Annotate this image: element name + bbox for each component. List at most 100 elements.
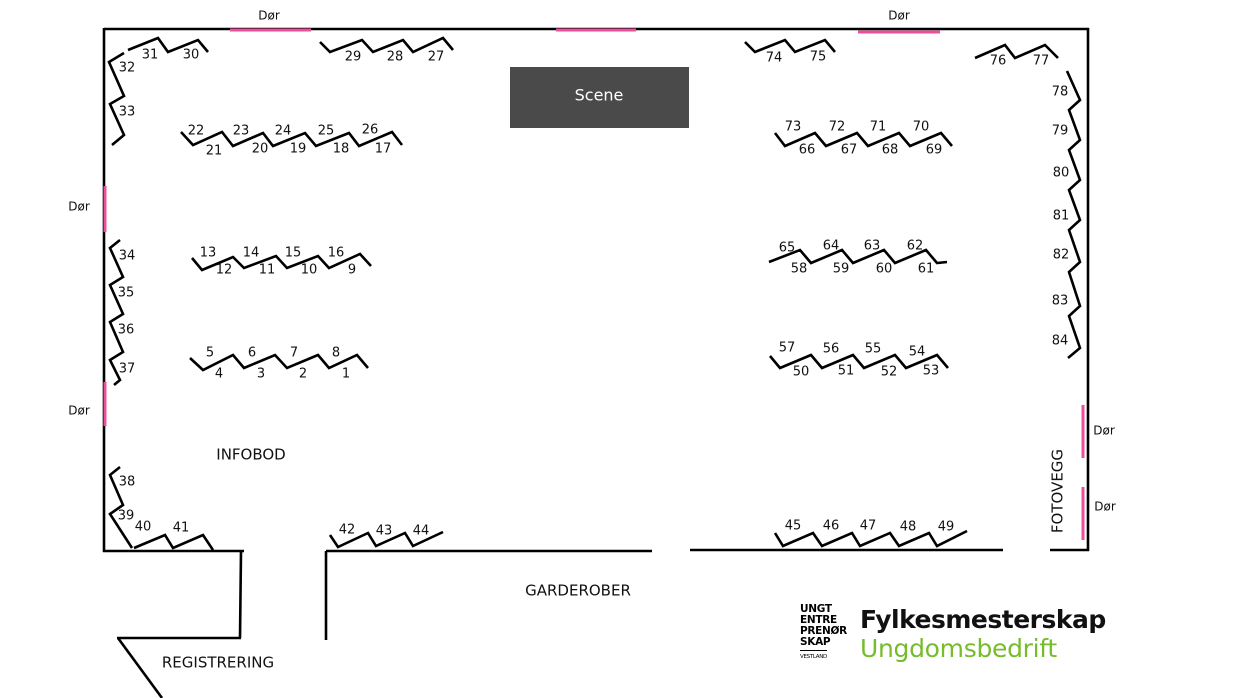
booth-number: 40 (135, 520, 152, 535)
booth-number: 15 (285, 246, 302, 261)
booth-number: 57 (779, 341, 796, 356)
booth-number: 72 (829, 120, 846, 135)
booth-number: 29 (345, 50, 362, 65)
registrering-label: REGISTRERING (162, 654, 274, 672)
booth-number: 84 (1052, 334, 1069, 349)
logo-mark-line: SKAP (800, 636, 831, 648)
event-subtitle: Ungdomsbedrift (860, 633, 1057, 663)
booth-number: 61 (918, 262, 935, 277)
booth-number: 2 (299, 367, 307, 382)
infobod-label: INFOBOD (216, 446, 285, 464)
booth-number: 26 (362, 123, 379, 138)
booth-number: 50 (793, 365, 810, 380)
booth-number: 6 (248, 346, 256, 361)
booth-number: 11 (259, 263, 276, 278)
booth-number: 47 (860, 519, 877, 534)
booth-number: 76 (990, 54, 1007, 69)
booth-number: 30 (183, 48, 200, 63)
booth-number: 69 (926, 143, 943, 158)
ue-logo-mark: UNGT ENTRE PRENØR SKAP VESTLAND (800, 603, 847, 663)
garderober-label: GARDEROBER (525, 582, 631, 600)
booth-number: 23 (233, 124, 250, 139)
booth-number: 67 (841, 143, 858, 158)
logo-mark-line: ENTRE (800, 614, 837, 626)
logo-mark-line: PRENØR (800, 625, 847, 637)
booth-number: 22 (188, 124, 205, 139)
booth-number: 51 (838, 364, 855, 379)
booth-number: 65 (779, 241, 796, 256)
booth-number: 7 (290, 346, 298, 361)
booth-number: 16 (328, 246, 345, 261)
booth-number: 58 (791, 262, 808, 277)
booth-number: 35 (118, 286, 135, 301)
booth-number: 59 (833, 262, 850, 277)
door-label: Dør (888, 9, 910, 23)
fotovegg-label: FOTOVEGG (1049, 449, 1067, 533)
booth-number: 5 (206, 346, 214, 361)
logo: UNGT ENTRE PRENØR SKAP VESTLAND Fylkesme… (800, 604, 1106, 663)
booth-number: 12 (216, 263, 233, 278)
booth-number: 54 (909, 345, 926, 360)
booth-number: 37 (119, 362, 136, 377)
booth-number: 27 (428, 50, 445, 65)
door-label: Dør (258, 9, 280, 23)
door-label: Dør (1093, 424, 1115, 438)
booth-number: 81 (1053, 209, 1070, 224)
booth-number: 38 (119, 475, 136, 490)
booth-number: 45 (785, 519, 802, 534)
booth-number: 42 (339, 523, 356, 538)
booth-number: 71 (870, 120, 887, 135)
booth-number: 4 (215, 367, 223, 382)
logo-mark-line: UNGT (800, 603, 832, 615)
booth-number: 53 (923, 364, 940, 379)
booth-number: 49 (938, 520, 955, 535)
booth-number: 68 (882, 143, 899, 158)
booth-number: 46 (823, 519, 840, 534)
booth-number: 28 (387, 50, 404, 65)
booth-number: 3 (257, 367, 265, 382)
booth-number: 24 (275, 124, 292, 139)
door-label: Dør (68, 200, 90, 214)
booth-number: 43 (376, 524, 393, 539)
stage: Scene (510, 67, 689, 128)
booth-number: 75 (810, 50, 827, 65)
booth-rows (107, 36, 1082, 551)
booth-number: 33 (119, 105, 136, 120)
booth-number: 55 (865, 342, 882, 357)
booth-number: 82 (1053, 248, 1070, 263)
booth-number: 77 (1033, 54, 1050, 69)
booth-number: 73 (785, 120, 802, 135)
booth-number: 79 (1052, 124, 1069, 139)
booth-number: 56 (823, 342, 840, 357)
door-label: Dør (68, 404, 90, 418)
booth-number: 60 (876, 262, 893, 277)
booth-number: 80 (1053, 166, 1070, 181)
booth-number: 62 (907, 239, 924, 254)
booth-number: 41 (173, 521, 190, 536)
booth-number: 34 (119, 249, 136, 264)
logo-region: VESTLAND (800, 650, 827, 663)
doors (103, 28, 1085, 540)
booth-number: 48 (900, 520, 917, 535)
booth-number: 52 (881, 365, 898, 380)
door-label: Dør (1094, 500, 1116, 514)
booth-number: 32 (119, 61, 136, 76)
booth-number: 70 (913, 120, 930, 135)
booth-number: 64 (823, 239, 840, 254)
booth-number: 31 (142, 48, 159, 63)
booth-number: 63 (864, 239, 881, 254)
booth-number: 18 (333, 142, 350, 157)
booth-number: 25 (318, 124, 335, 139)
booth-number: 1 (342, 367, 350, 382)
stage-label: Scene (575, 86, 624, 105)
booth-number: 10 (301, 263, 318, 278)
booth-number: 83 (1052, 294, 1069, 309)
booth-number: 66 (799, 143, 816, 158)
booth-number: 21 (206, 144, 223, 159)
booth-number: 36 (118, 323, 135, 338)
booth-number: 44 (413, 524, 430, 539)
booth-number: 20 (252, 142, 269, 157)
booth-number: 8 (332, 346, 340, 361)
